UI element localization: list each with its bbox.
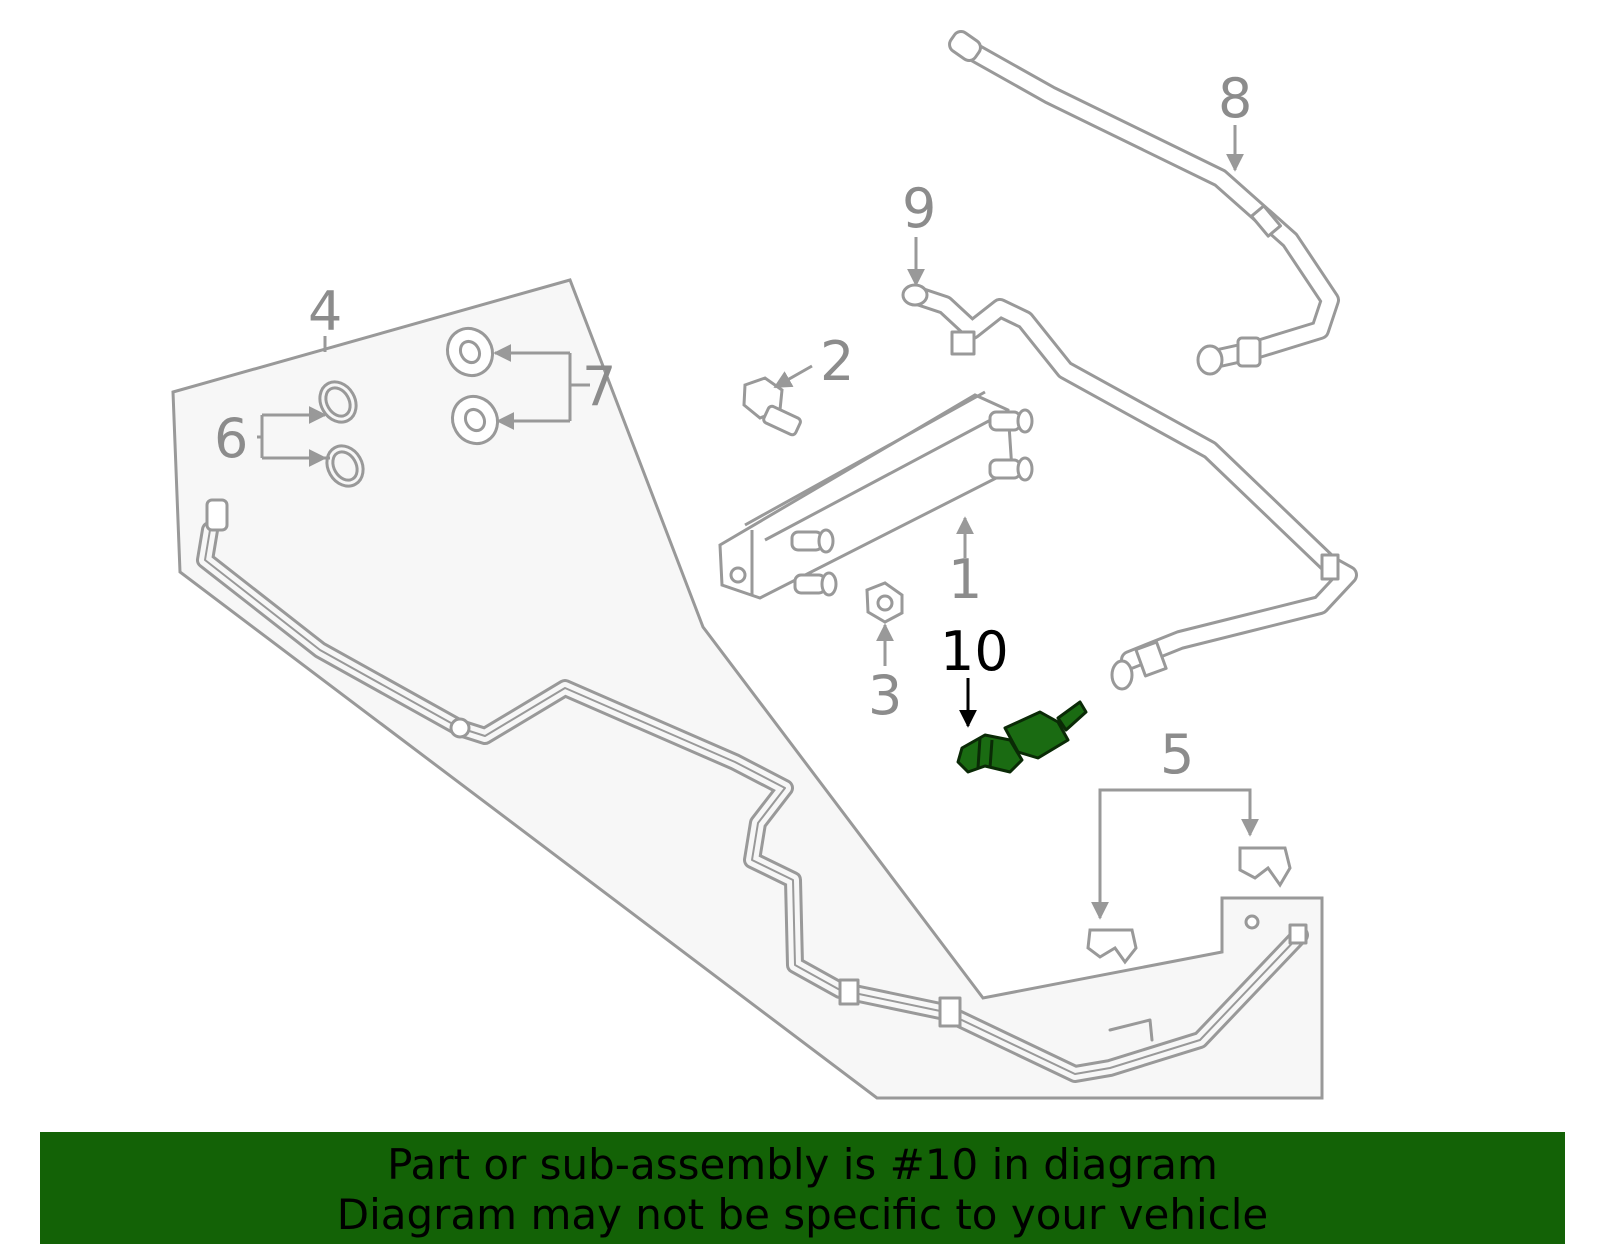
bolt <box>742 376 802 437</box>
highlighted-connector <box>956 700 1088 774</box>
banner-line-2: Diagram may not be specific to your vehi… <box>336 1190 1269 1239</box>
callout-4: 4 <box>308 280 342 343</box>
callout-6: 6 <box>214 407 248 470</box>
callout-1: 1 <box>948 548 982 611</box>
cooler-lines <box>196 498 1309 1083</box>
banner-line-1: Part or sub-assembly is #10 in diagram <box>387 1140 1218 1189</box>
nut <box>865 581 904 624</box>
leader-lines <box>257 125 1259 920</box>
callout-10: 10 <box>940 620 1009 683</box>
callout-9: 9 <box>902 177 936 240</box>
callout-5: 5 <box>1160 723 1194 786</box>
callout-3: 3 <box>868 664 902 727</box>
lower-hose <box>901 283 1358 691</box>
callout-8: 8 <box>1218 67 1252 130</box>
upper-hose <box>948 30 1340 376</box>
assembly-panel <box>171 278 1324 1100</box>
info-banner: Part or sub-assembly is #10 in diagram D… <box>40 1132 1565 1244</box>
callout-2: 2 <box>820 330 854 393</box>
callout-7: 7 <box>582 355 616 418</box>
clips <box>1086 846 1292 965</box>
oil-cooler <box>718 390 1034 600</box>
seals <box>445 326 500 446</box>
